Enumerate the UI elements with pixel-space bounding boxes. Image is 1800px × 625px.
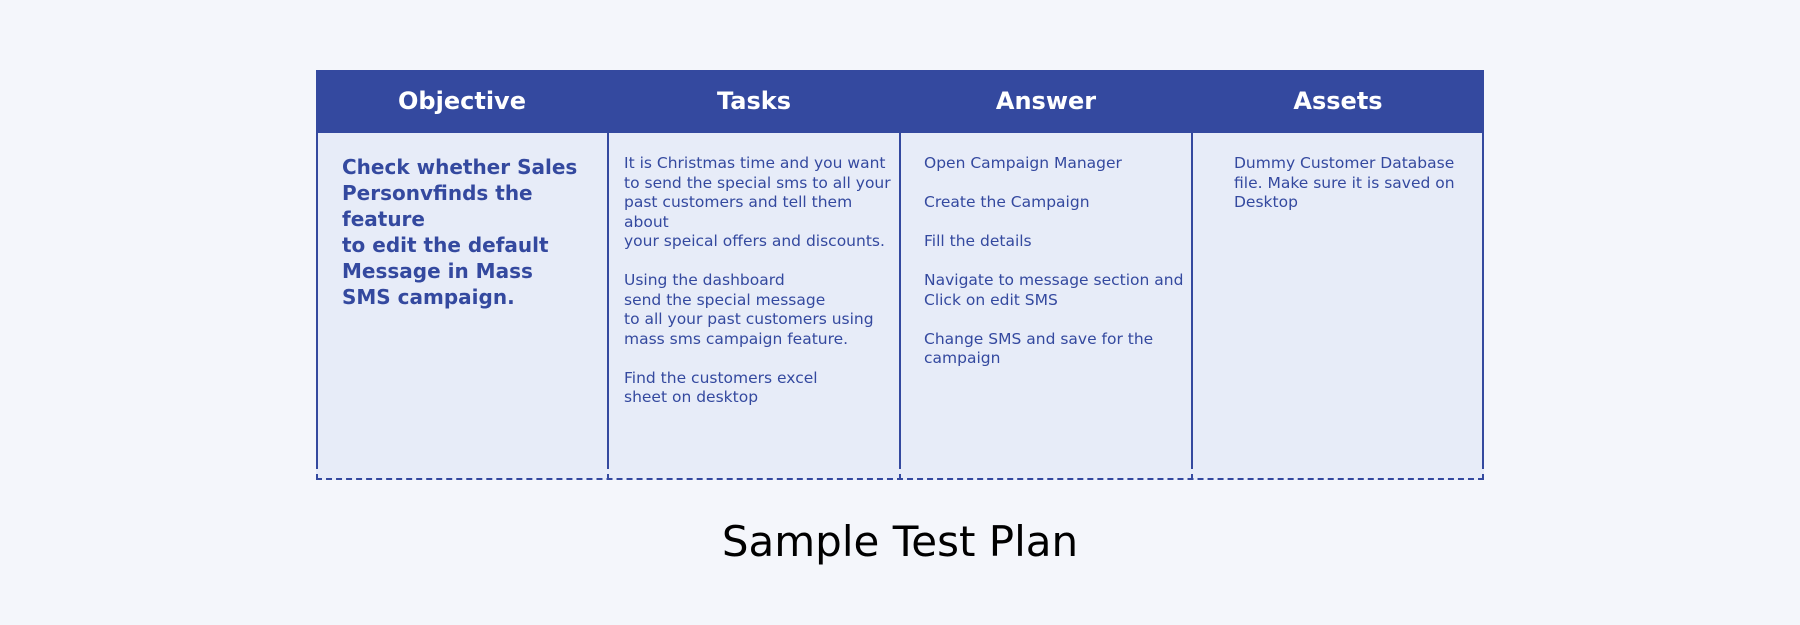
objective-line: SMS campaign.: [342, 285, 515, 309]
header-objective: Objective: [398, 87, 526, 115]
tasks-line: sheet on desktop: [624, 388, 759, 406]
tasks-line: to all your past customers using: [624, 310, 874, 328]
dashed-border-left: [316, 463, 318, 480]
answer-cell: [900, 133, 1192, 480]
answer-step: Change SMS and save for the: [924, 329, 1154, 348]
column-border-left: [316, 70, 318, 463]
objective-line: Check whether Sales: [342, 155, 578, 179]
tasks-line: send the special message: [624, 290, 826, 309]
dashed-divider-1: [607, 463, 609, 480]
header-tasks: Tasks: [716, 87, 791, 115]
answer-step: Navigate to message section and: [924, 271, 1184, 289]
test-plan-table: Objective Tasks Answer Assets Check whet…: [316, 70, 1484, 480]
tasks-line: It is Christmas time and you want: [624, 154, 886, 172]
assets-cell: [1192, 133, 1484, 480]
answer-step: Open Campaign Manager: [924, 154, 1122, 172]
table-header-row: [316, 70, 1484, 133]
objective-line: to edit the default: [342, 233, 549, 257]
column-divider-3: [1191, 133, 1193, 463]
tasks-line: mass sms campaign feature.: [624, 329, 849, 348]
header-assets: Assets: [1293, 87, 1383, 115]
dashed-border-right: [1482, 463, 1484, 480]
dashed-border-bottom: [316, 478, 1484, 480]
column-divider-2: [899, 133, 901, 463]
tasks-line: past customers and tell them about: [624, 193, 853, 231]
objective-line: Personvfinds the feature: [342, 181, 533, 231]
answer-text: Open Campaign Manager Create the Campaig…: [924, 154, 1194, 369]
column-border-right: [1482, 70, 1484, 463]
answer-step: Fill the details: [924, 232, 1032, 250]
dashed-divider-2: [899, 463, 901, 480]
tasks-line: your speical offers and discounts.: [624, 232, 885, 250]
assets-line: Dummy Customer Database: [1234, 154, 1455, 172]
tasks-line: Using the dashboard: [624, 271, 785, 289]
answer-step: Create the Campaign: [924, 193, 1090, 211]
assets-line: Desktop: [1234, 193, 1298, 211]
tasks-text: It is Christmas time and you want to sen…: [624, 154, 894, 408]
answer-step: Click on edit SMS: [924, 290, 1058, 309]
tasks-line: to send the special sms to all your: [624, 173, 891, 192]
header-answer: Answer: [995, 87, 1097, 115]
tasks-line: Find the customers excel: [624, 368, 818, 387]
tasks-cell: [608, 133, 900, 480]
objective-cell: [316, 133, 608, 480]
objective-text: Check whether Sales Personvfinds the fea…: [342, 154, 592, 310]
answer-step: campaign: [924, 349, 1001, 367]
page-title: Sample Test Plan: [721, 517, 1079, 566]
objective-line: Message in Mass: [342, 259, 533, 283]
assets-text: Dummy Customer Database file. Make sure …: [1234, 154, 1464, 213]
dashed-divider-3: [1191, 463, 1193, 480]
column-divider-1: [607, 133, 609, 463]
assets-line: file. Make sure it is saved on: [1234, 173, 1455, 192]
